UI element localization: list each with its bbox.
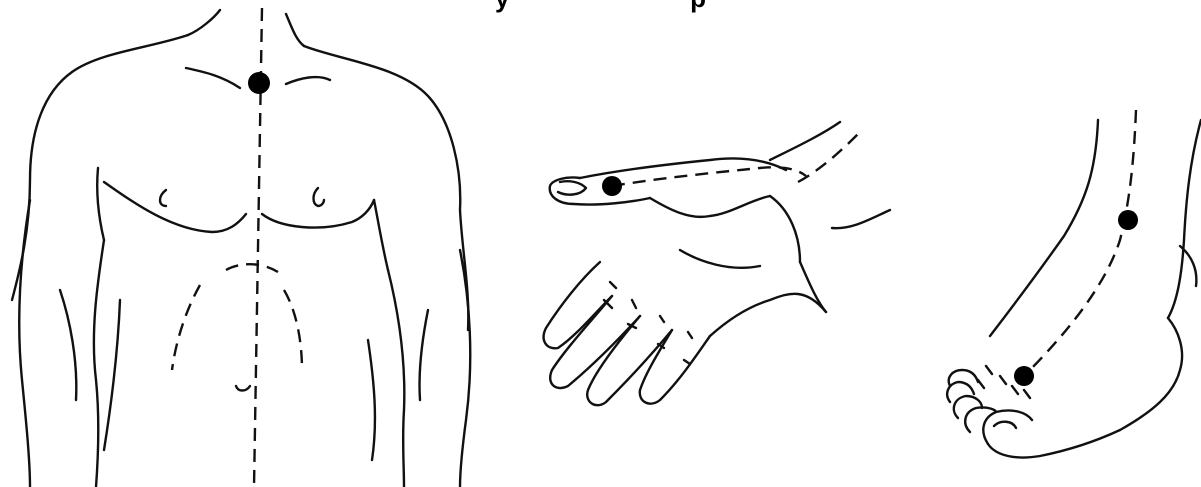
right-nipple — [314, 188, 325, 206]
torso-acupoint — [248, 72, 270, 94]
palm-heel — [770, 196, 800, 262]
leg-back-outline — [1168, 120, 1201, 318]
thumbnail — [558, 181, 586, 194]
left-pectoral — [104, 182, 246, 232]
foot-meridian-line — [1024, 110, 1136, 376]
right-deltoid — [374, 200, 388, 270]
forearm-top — [770, 122, 840, 160]
big-toenail — [994, 422, 1016, 428]
toe-acupoint — [1014, 366, 1034, 386]
right-torso-side — [368, 340, 375, 460]
second-toe — [965, 407, 996, 432]
hand-acupoint — [602, 176, 622, 196]
right-pectoral — [262, 200, 374, 228]
right-arm-outer — [460, 250, 470, 487]
heel — [1120, 318, 1182, 430]
hand-panel — [544, 122, 890, 405]
torso-panel — [12, 8, 470, 487]
left-abdomen-curve — [172, 285, 200, 370]
left-arm-muscle — [60, 290, 76, 400]
hand-lower-edge — [710, 294, 826, 336]
right-shoulder-outline — [304, 46, 468, 330]
left-clavicle — [186, 68, 240, 88]
left-nipple — [160, 190, 166, 206]
foot-panel — [947, 110, 1201, 458]
leg-front-outline — [990, 120, 1098, 336]
right-abdomen-curve — [284, 290, 302, 370]
upper-abdomen-arc — [226, 264, 278, 272]
navel — [236, 386, 250, 391]
left-arm-inner — [94, 240, 104, 487]
palm-crease — [680, 250, 760, 268]
lung-meridian-line — [612, 167, 806, 186]
palm-outer-edge — [800, 262, 826, 312]
ankle-acupoint — [1118, 210, 1138, 230]
right-clavicle — [286, 77, 330, 84]
right-arm-inner — [388, 270, 404, 487]
left-deltoid — [97, 168, 104, 240]
left-torso-side — [104, 300, 120, 450]
finger-joint-marks — [604, 282, 692, 364]
ring-finger — [587, 316, 672, 405]
palm-crease-upper — [650, 196, 770, 217]
little-finger — [640, 330, 710, 404]
neck-right-line — [286, 14, 304, 46]
neck-left-line — [188, 10, 220, 35]
big-toe — [983, 410, 1032, 444]
sole — [988, 430, 1120, 458]
right-arm-muscle — [419, 310, 428, 400]
forearm-bottom — [832, 210, 890, 228]
left-arm-outer — [19, 200, 30, 487]
